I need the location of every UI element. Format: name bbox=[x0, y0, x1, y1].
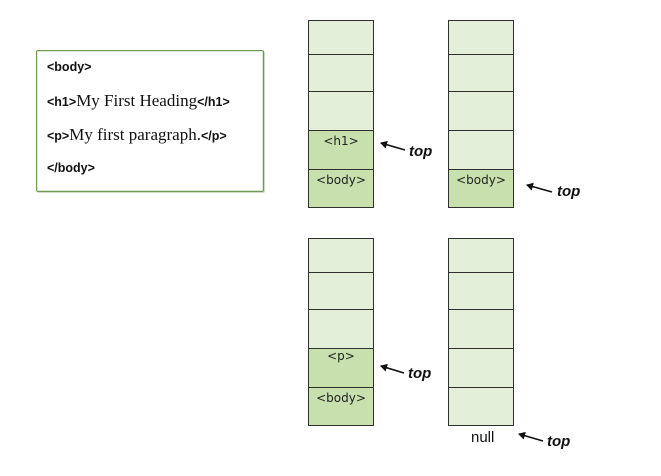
top-pointer-label: top bbox=[547, 433, 571, 450]
top-pointer-label: top bbox=[408, 365, 432, 382]
stack-body-only: <body> bbox=[448, 20, 514, 208]
code-tag: </body> bbox=[47, 161, 95, 175]
arrow-icon bbox=[380, 363, 405, 374]
code-tag: </p> bbox=[200, 129, 227, 143]
code-text: My first paragraph. bbox=[69, 125, 201, 144]
stack-cell bbox=[449, 349, 513, 388]
stack-h1-pushed: <h1> <body> bbox=[308, 20, 374, 208]
stack-cell bbox=[449, 388, 513, 425]
top-pointer-label: top bbox=[409, 143, 433, 160]
code-text: My First Heading bbox=[76, 91, 198, 110]
stack-cell bbox=[449, 239, 513, 273]
code-tag: </h1> bbox=[197, 95, 230, 109]
top-pointer-label: top bbox=[557, 183, 581, 200]
stack-cell bbox=[449, 21, 513, 55]
stack-cell-body: <body> bbox=[309, 170, 373, 207]
code-tag: <h1> bbox=[47, 95, 77, 109]
stack-cell bbox=[449, 131, 513, 170]
stack-cell bbox=[309, 310, 373, 349]
null-label: null bbox=[471, 429, 495, 446]
code-line-body-close: </body> bbox=[47, 160, 95, 175]
stack-cell bbox=[309, 21, 373, 55]
code-line-p: <p>My first paragraph.</p> bbox=[47, 125, 227, 145]
code-line-body-open: <body> bbox=[47, 59, 91, 74]
arrow-icon bbox=[526, 182, 553, 193]
code-tag: <body> bbox=[47, 60, 92, 74]
stack-cell bbox=[449, 310, 513, 349]
code-line-h1: <h1>My First Heading</h1> bbox=[47, 91, 230, 111]
stack-cell-p: <p> bbox=[309, 349, 373, 388]
stack-cell-body: <body> bbox=[449, 170, 513, 207]
arrow-icon bbox=[518, 431, 544, 442]
arrow-icon bbox=[380, 140, 406, 151]
stack-cell-h1: <h1> bbox=[309, 131, 373, 170]
stack-cell bbox=[449, 92, 513, 131]
html-code-box: <body> <h1>My First Heading</h1> <p>My f… bbox=[36, 50, 264, 192]
stack-cell-body: <body> bbox=[309, 388, 373, 425]
stack-cell bbox=[309, 239, 373, 273]
stack-cell bbox=[309, 92, 373, 131]
stack-p-pushed: <p> <body> bbox=[308, 238, 374, 426]
stack-cell bbox=[449, 55, 513, 92]
stack-cell bbox=[449, 273, 513, 310]
stack-cell bbox=[309, 55, 373, 92]
stack-empty bbox=[448, 238, 514, 426]
code-tag: <p> bbox=[47, 129, 70, 143]
stack-cell bbox=[309, 273, 373, 310]
